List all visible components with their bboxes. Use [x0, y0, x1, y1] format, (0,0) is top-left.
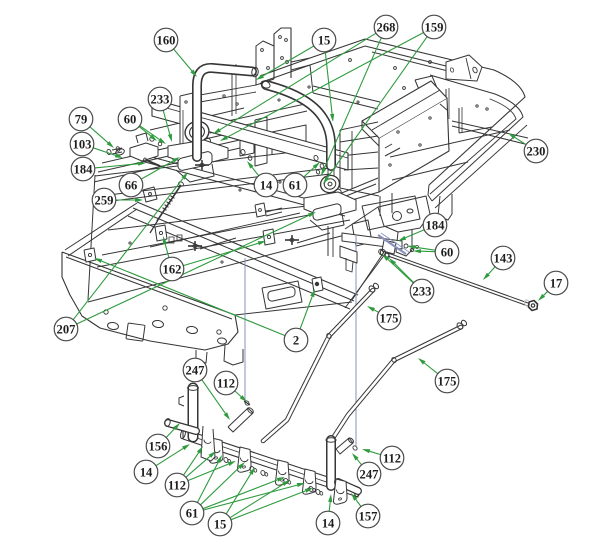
- svg-text:60: 60: [441, 246, 454, 260]
- svg-text:157: 157: [359, 510, 378, 524]
- svg-text:66: 66: [125, 179, 138, 193]
- svg-text:156: 156: [149, 440, 168, 454]
- svg-text:15: 15: [214, 518, 227, 532]
- svg-text:2: 2: [293, 334, 299, 348]
- svg-text:61: 61: [186, 507, 199, 521]
- svg-text:60: 60: [124, 113, 137, 127]
- svg-text:79: 79: [75, 113, 88, 127]
- svg-text:14: 14: [140, 466, 153, 480]
- svg-text:259: 259: [95, 194, 114, 208]
- svg-text:184: 184: [74, 163, 94, 177]
- svg-text:14: 14: [322, 517, 335, 531]
- svg-text:103: 103: [73, 138, 92, 152]
- svg-text:207: 207: [57, 323, 76, 337]
- svg-text:162: 162: [163, 263, 182, 277]
- svg-text:14: 14: [260, 179, 273, 193]
- svg-text:143: 143: [494, 252, 513, 266]
- svg-text:175: 175: [380, 312, 399, 326]
- svg-text:268: 268: [377, 21, 396, 35]
- svg-text:15: 15: [318, 34, 331, 48]
- svg-text:247: 247: [186, 364, 205, 378]
- svg-text:61: 61: [289, 179, 302, 193]
- svg-text:247: 247: [360, 468, 379, 482]
- svg-text:159: 159: [425, 21, 444, 35]
- svg-text:112: 112: [217, 377, 235, 391]
- svg-text:233: 233: [151, 93, 170, 107]
- svg-text:184: 184: [426, 219, 446, 233]
- svg-text:160: 160: [157, 34, 176, 48]
- svg-text:230: 230: [527, 145, 546, 159]
- svg-text:175: 175: [438, 375, 457, 389]
- svg-text:112: 112: [383, 452, 401, 466]
- svg-text:233: 233: [413, 285, 432, 299]
- svg-text:17: 17: [550, 277, 563, 291]
- svg-text:112: 112: [168, 479, 186, 493]
